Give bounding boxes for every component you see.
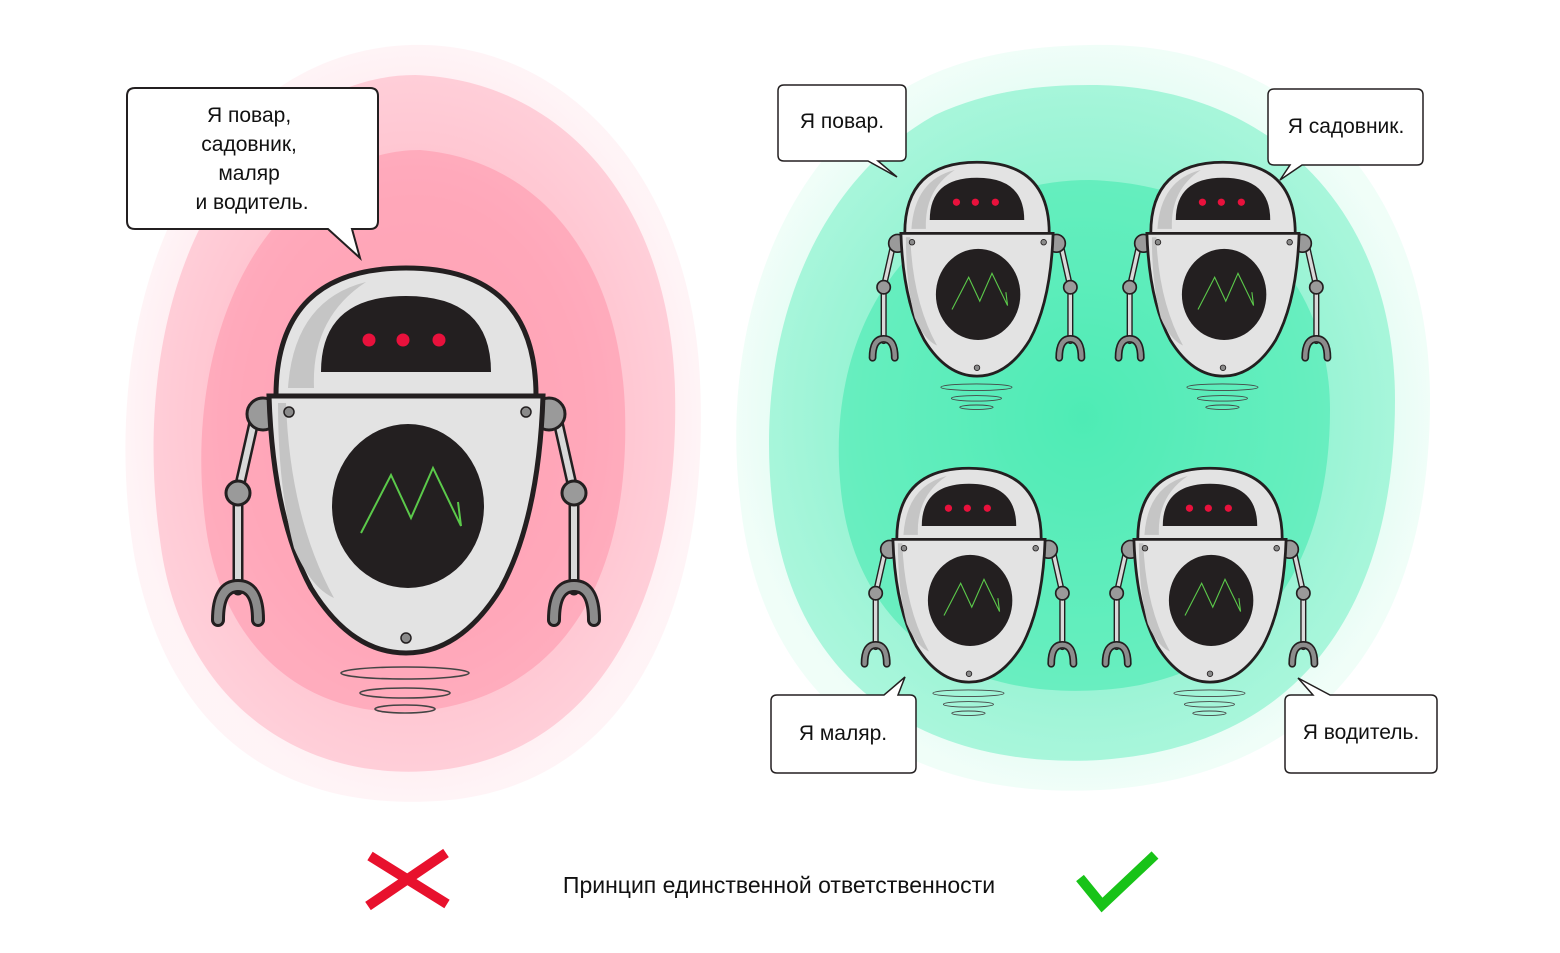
bad-example: Я повар, садовник, маляр и водитель. bbox=[125, 44, 701, 802]
check-icon bbox=[1076, 851, 1159, 913]
speech-line: маляр bbox=[218, 162, 279, 185]
principle-caption: Принцип единственной ответственности bbox=[563, 872, 995, 898]
speech-text-gardener: Я садовник. bbox=[1288, 115, 1405, 138]
speech-text-driver: Я водитель. bbox=[1303, 721, 1420, 744]
speech-text-cook: Я повар. bbox=[800, 110, 884, 133]
speech-text-painter: Я маляр. bbox=[799, 722, 887, 745]
multi-role-speech-bubble: Я повар, садовник, маляр и водитель. bbox=[126, 87, 379, 262]
speech-line: Я повар, bbox=[207, 104, 291, 127]
speech-line: садовник, bbox=[201, 133, 297, 156]
speech-bubble-painter: Я маляр. bbox=[770, 676, 917, 774]
good-example: Я повар. Я садовник. Я маляр. Я водитель… bbox=[736, 44, 1438, 791]
speech-bubble-cook: Я повар. bbox=[777, 84, 907, 178]
speech-bubble-driver: Я водитель. bbox=[1284, 677, 1438, 774]
multi-role-speech-text: Я повар, садовник, маляр и водитель. bbox=[195, 104, 308, 214]
speech-line: и водитель. bbox=[195, 191, 308, 214]
cross-icon bbox=[365, 848, 450, 911]
speech-bubble-gardener: Я садовник. bbox=[1267, 88, 1424, 181]
